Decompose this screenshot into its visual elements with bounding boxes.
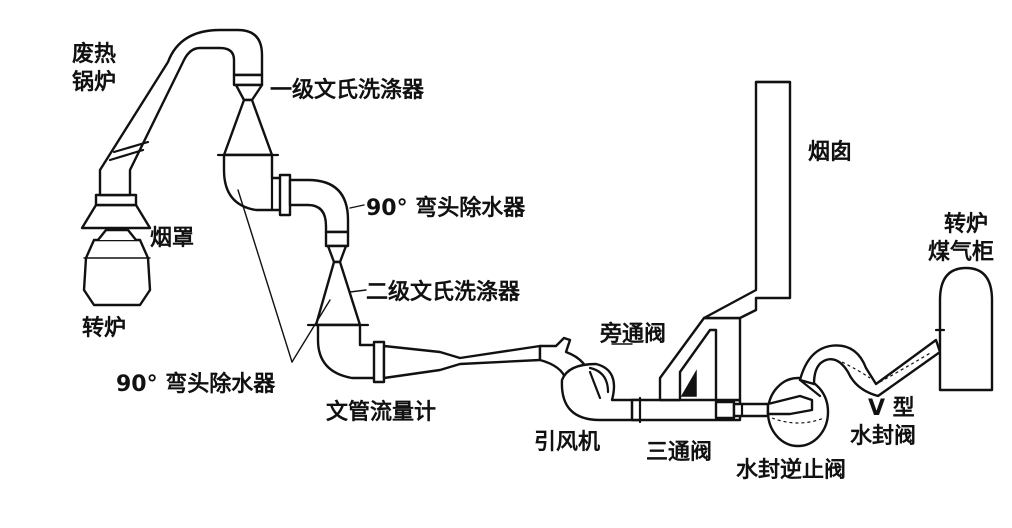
label-chimney: 烟囱 [808,140,853,165]
venturi-flowmeter [382,344,542,380]
label-bypass-valve: 旁通阀 [600,322,667,347]
label-venturi-flowmeter: 文管流量计 [326,400,437,425]
label-hood: 烟罩 [150,226,195,251]
label-primary-venturi: 一级文氏洗涤器 [270,78,425,103]
label-induced-fan: 引风机 [534,430,601,455]
induced-draft-fan [560,362,642,422]
main-header-pipe [630,396,742,424]
three-way-valve [714,400,770,420]
label-gas-holder-line1: 转炉 [944,212,989,237]
upper-elbow-separator [222,153,292,217]
bypass-riser [658,316,742,402]
lower-elbow-separator [316,323,386,384]
label-waste-heat-boiler-line1: 废热 [72,42,117,67]
label-secondary-venturi: 二级文氏洗涤器 [366,280,521,305]
label-waste-heat-boiler-line2: 锅炉 [72,70,117,95]
label-v-seal-line1: V 型 [868,396,915,421]
label-v-seal-line2: 水封阀 [850,424,917,449]
hood-shape [80,193,152,230]
label-elbow-separator-lower: 90° 弯头除水器 [116,372,276,397]
label-water-seal-check-valve: 水封逆止阀 [736,458,847,483]
primary-venturi-scrubber [216,73,280,157]
chimney-stack [702,80,792,320]
label-three-way-valve: 三通阀 [646,440,713,465]
secondary-venturi-scrubber [306,230,370,327]
label-converter: 转炉 [82,316,127,341]
water-seal-check-valve [766,376,830,448]
label-elbow-separator-upper: 90° 弯头除水器 [366,196,526,221]
connecting-elbow [288,178,350,234]
converter-vessel [82,228,152,307]
label-gas-holder-line2: 煤气柜 [928,240,995,265]
leader-lines [237,189,633,363]
v-type-water-seal [798,338,942,398]
gas-holder-tank [934,266,994,392]
